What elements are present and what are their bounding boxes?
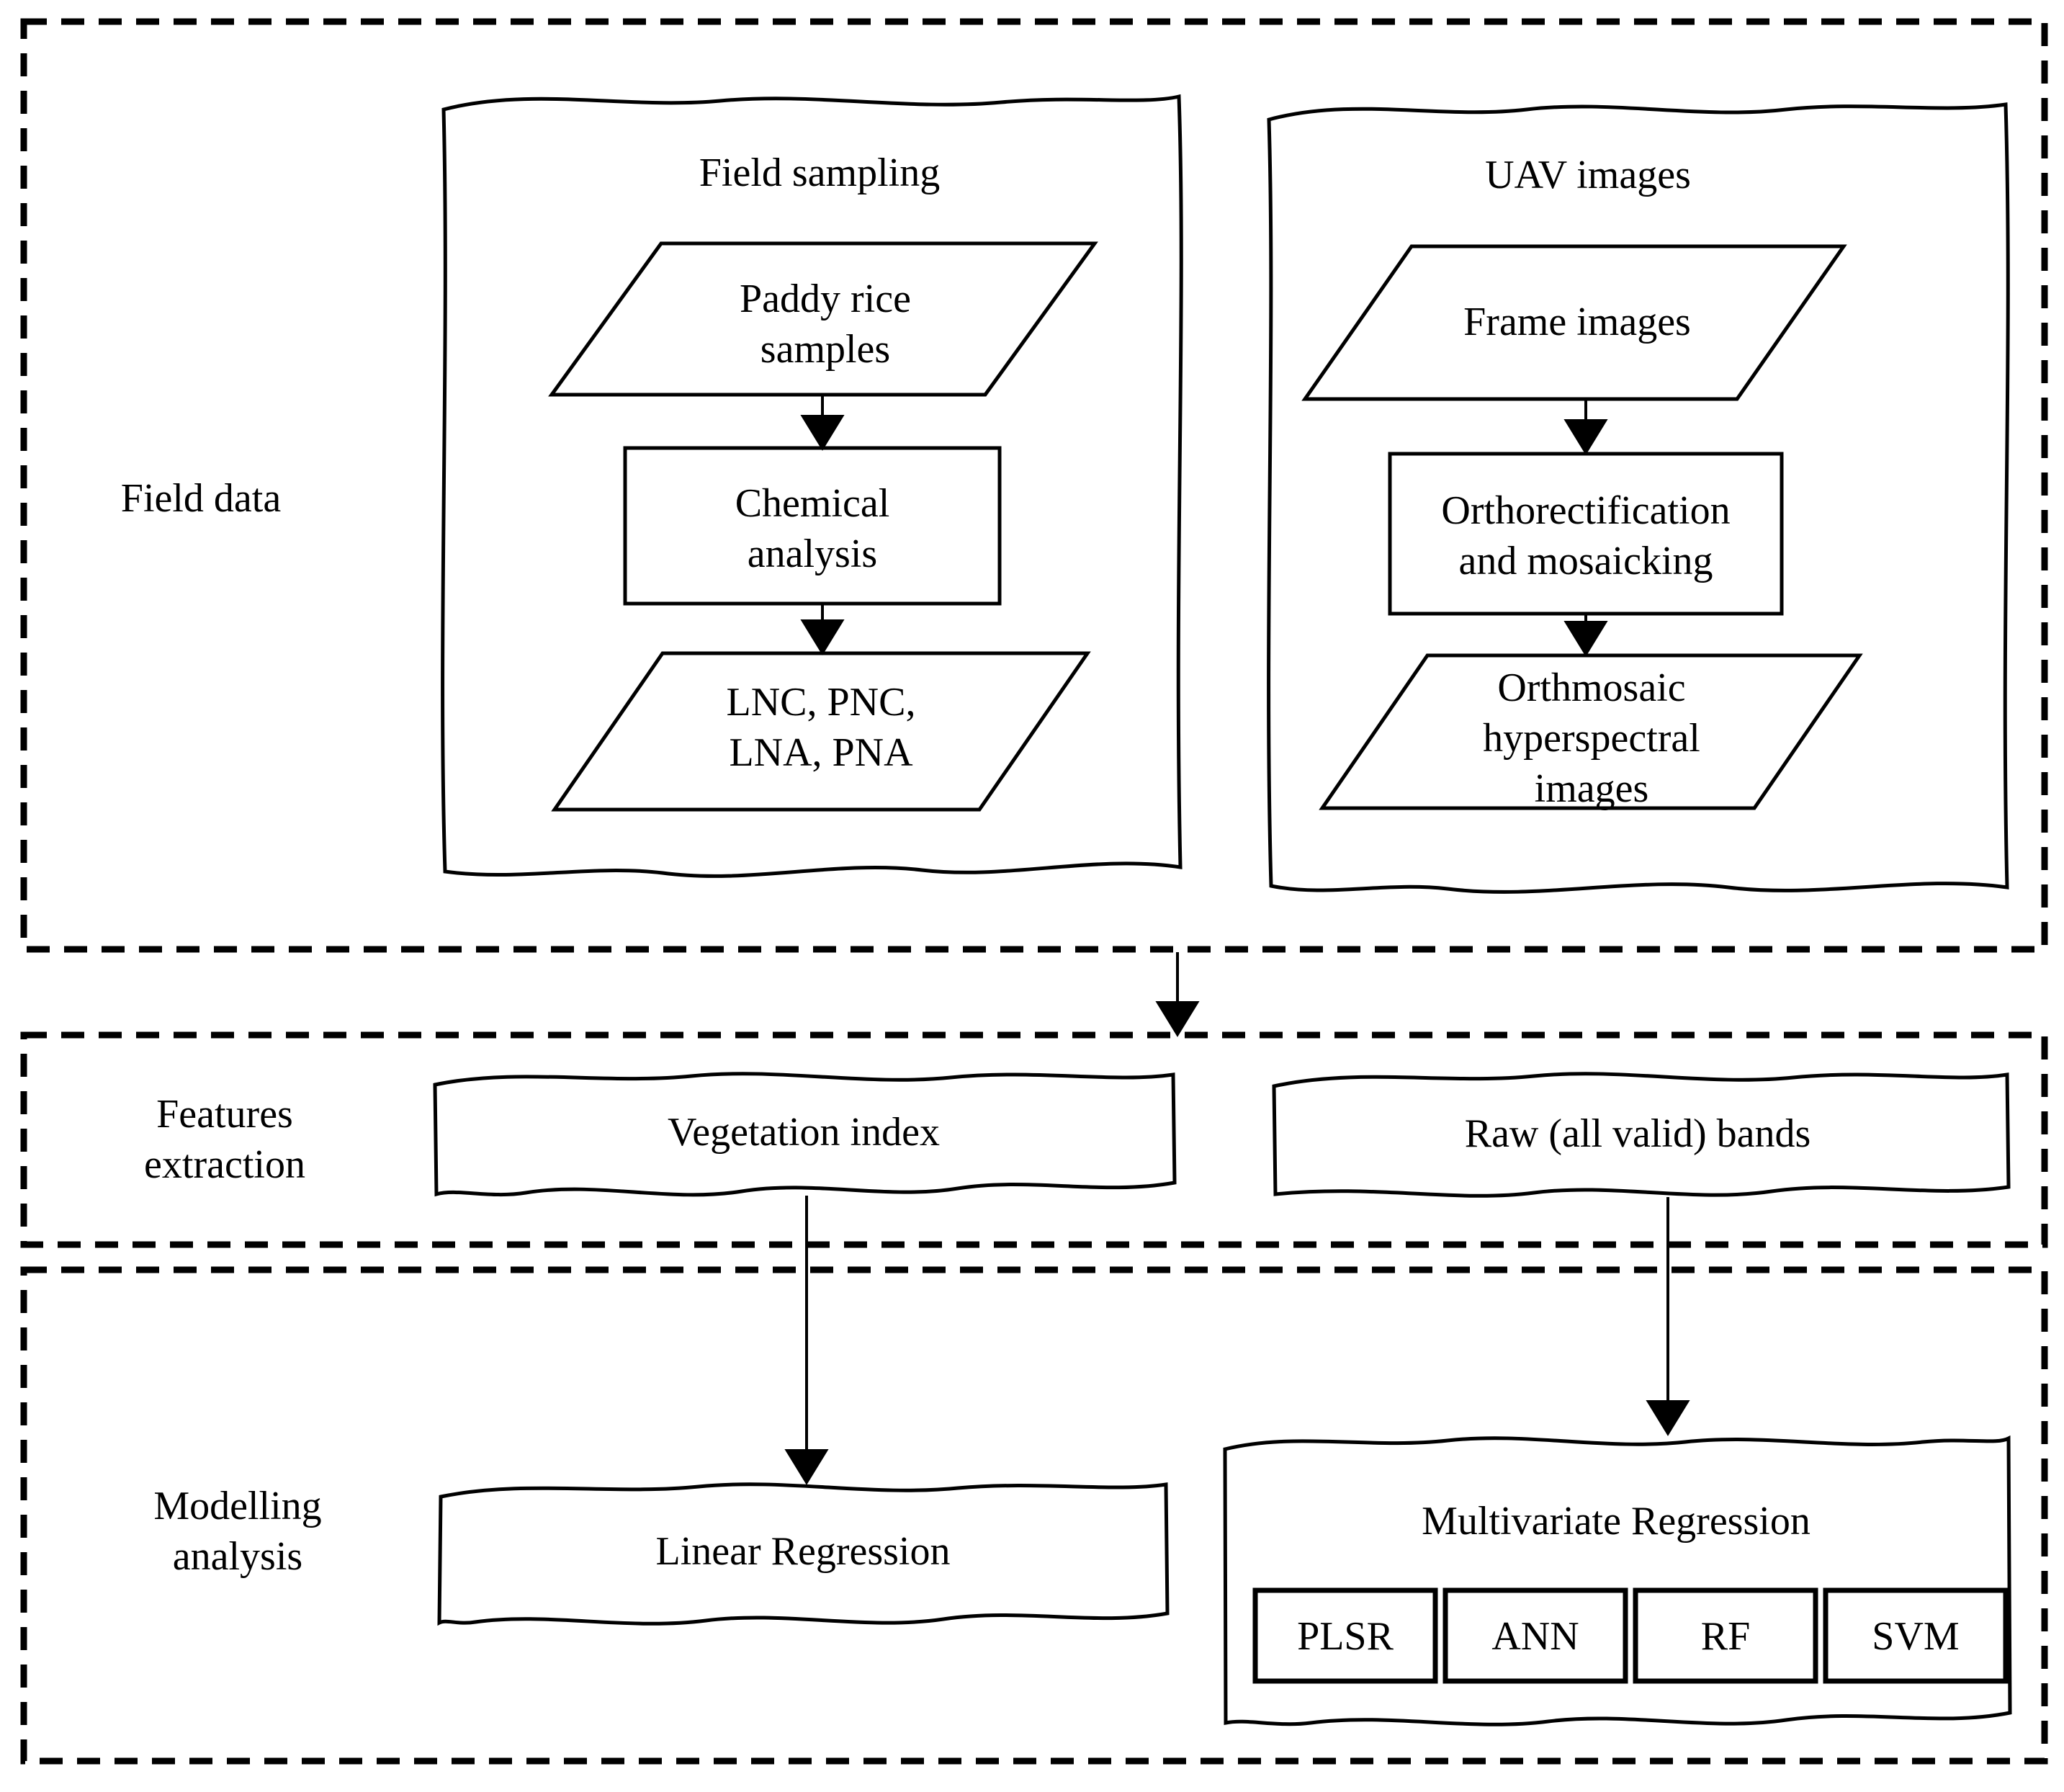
vegetation-index-box [433,1072,1177,1197]
arrowhead-chemical-to-outputs [800,619,845,655]
modelling-analysis-section-border [20,1266,2048,1765]
frame-images-parallelogram [1301,244,1847,401]
linear-regression-label: Linear Regression [655,1529,951,1574]
raw-bands-box [1272,1072,2011,1198]
chemical-analysis-rect [623,446,1002,606]
method-label-ann: ANN [1491,1614,1579,1659]
arrowhead-vegetation-to-linear [784,1449,829,1485]
chemical-analysis-label: Chemical analysis [735,481,890,576]
orthomosaic-parallelogram [1319,653,1863,810]
multivariate-regression-label: Multivariate Regression [1422,1499,1811,1544]
field-sampling-title: Field sampling [699,151,941,195]
features-extraction-section-border [20,1031,2048,1248]
method-label-svm: SVM [1872,1614,1960,1659]
method-label-plsr: PLSR [1297,1614,1394,1659]
ann-box [1442,1587,1628,1684]
paddy-rice-samples-label: Paddy rice samples [740,277,911,372]
svm-box [1823,1587,2009,1684]
field-data-section-label: Field data [120,476,282,521]
uav-images-box [1267,102,2010,894]
method-label-rf: RF [1700,1614,1751,1659]
modelling-analysis-section-label: Modelling analysis [153,1484,322,1579]
raw-bands-label: Raw (all valid) bands [1464,1111,1811,1156]
frame-images-label: Frame images [1463,300,1691,344]
paddy-rice-samples-parallelogram [548,241,1098,397]
rf-box [1633,1587,1818,1684]
chemistry-outputs-label: LNC, PNC, LNA, PNA [726,680,916,775]
arrowhead-ortho-to-orthomosaic [1563,621,1608,657]
arrowhead-fielddata-to-features [1155,1001,1200,1037]
chemistry-outputs-parallelogram [551,651,1091,812]
arrowhead-frame-to-ortho [1563,419,1608,455]
orthorectification-label: Orthorectification and mosaicking [1441,488,1731,583]
field-sampling-box [441,94,1183,878]
plsr-box [1252,1587,1438,1684]
arrowhead-paddy-to-chemical [800,415,845,451]
vegetation-index-label: Vegetation index [668,1110,940,1155]
orthomosaic-label: Orthmosaic hyperspectral images [1483,666,1700,811]
multivariate-regression-box [1223,1435,2012,1726]
linear-regression-box [437,1482,1170,1626]
uav-images-title: UAV images [1485,153,1691,197]
arrowhead-rawbands-to-multivariate [1646,1400,1690,1436]
features-extraction-section-label: Features extraction [144,1092,305,1187]
field-data-section-border [20,18,2048,953]
